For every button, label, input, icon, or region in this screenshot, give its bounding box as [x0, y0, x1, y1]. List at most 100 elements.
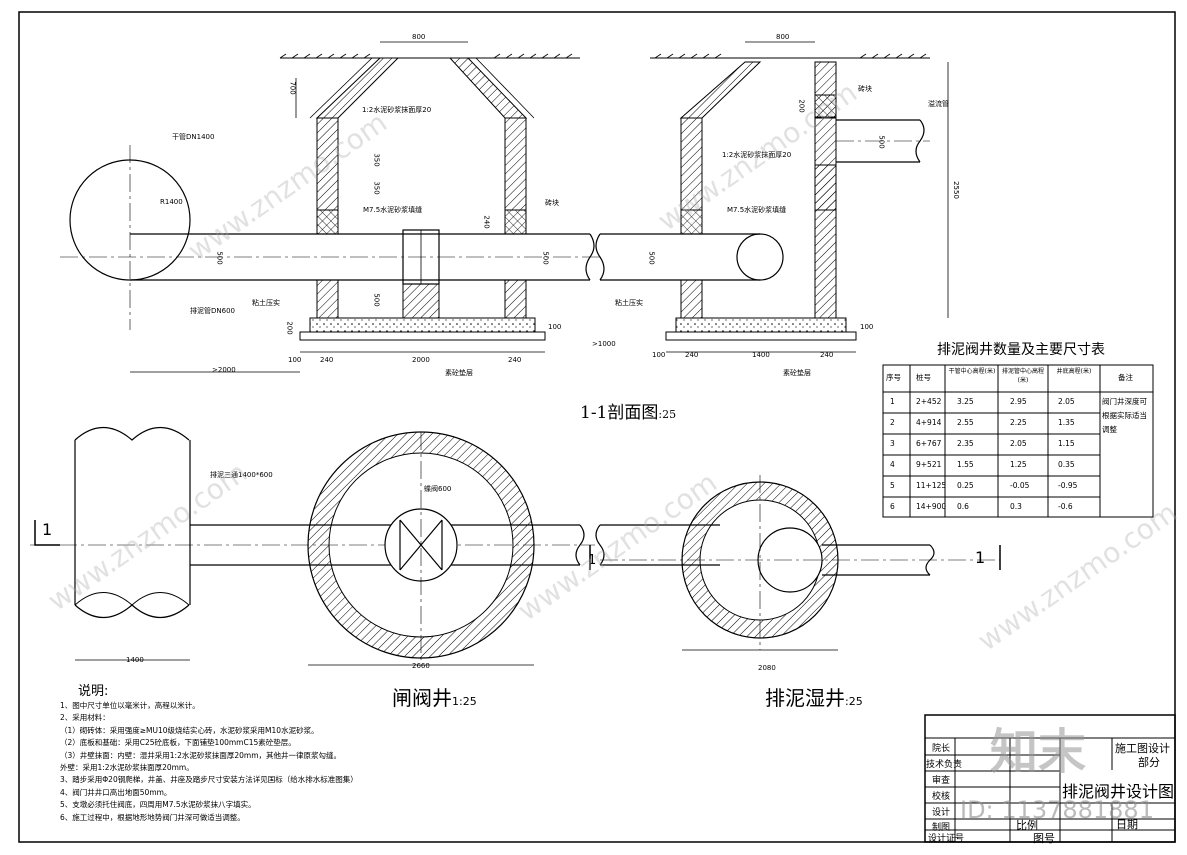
note-2: 2、采用材料： [60, 713, 110, 723]
note-10: 6、施工过程中，根据地形地势阀门井深可做适当调整。 [60, 812, 245, 822]
label-tee: 排泥三通1400*600 [210, 471, 273, 479]
note-6: 外壁：采用1:2水泥砂浆抹面厚20mm。 [60, 763, 194, 773]
gate-well-title: 闸阀井1:25 [392, 682, 477, 711]
wet-well-scale: :25 [845, 695, 863, 708]
dim-200: 200 [285, 321, 294, 335]
note-7: 3、踏步采用Φ20钢爬梯，井盖、井座及踏步尺寸安装方法详见国标（给水排水标准图集… [60, 775, 358, 785]
table-header-3: 排泥管中心高程(米) [1001, 368, 1044, 384]
dim-240c: 240 [685, 351, 699, 359]
dim-350b: 350 [372, 181, 381, 195]
table-header-4: 井底高程(米) [1056, 368, 1092, 375]
tb-role-0: 院长 [932, 744, 951, 754]
dim-240a: 240 [320, 356, 334, 364]
note-9: 5、支墩必须托住阀底，四周用M7.5水泥砂浆抹八字填实。 [60, 800, 256, 810]
table-cell: 14+900 [916, 502, 947, 511]
label-gate-valve: 蝶阀600 [424, 485, 452, 493]
wet-well-title: 排泥湿井:25 [765, 682, 863, 711]
table-cell: 4+914 [916, 418, 942, 427]
dim-2660: 2660 [412, 662, 430, 670]
section-title-text: 1-1剖面图 [580, 403, 659, 423]
table-cell: 6 [890, 502, 895, 511]
table-cell: 1.25 [1010, 460, 1027, 469]
label-overflow: 溢流管 [928, 100, 949, 108]
table-cell: 2.95 [1010, 397, 1027, 406]
note-1: 1、图中尺寸单位以毫米计，高程以米计。 [60, 701, 200, 710]
table-cell: 1.35 [1058, 418, 1075, 427]
notes-title: 说明: [78, 684, 109, 699]
dim-1400p: 1400 [126, 656, 144, 664]
dim-100c: 100 [288, 356, 302, 364]
table-cell: 1 [890, 397, 895, 406]
section-mark-left: 1 [42, 520, 53, 539]
plan-views [30, 427, 1001, 666]
dim-500b: 500 [541, 251, 550, 265]
table-header-0: 序号 [886, 373, 901, 382]
note-3: （1）砌砖体：采用强度≥MU10级烧结实心砖，水泥砂浆采用M10水泥砂浆。 [60, 725, 319, 735]
tb-stage: 施工图设计 [1115, 742, 1170, 755]
table-title: 排泥阀井数量及主要尺寸表 [937, 342, 1105, 358]
wet-well-section [595, 41, 949, 353]
table-header-2: 干管中心高程(米) [948, 368, 996, 375]
table-cell: 0.35 [1058, 460, 1075, 469]
section-scale: :25 [658, 408, 677, 421]
dim-100b: 100 [860, 323, 874, 331]
dim-1000: >1000 [592, 340, 616, 348]
dim-800a: 800 [412, 33, 426, 41]
label-brick-right: 砖块 [858, 85, 872, 93]
gate-well-title-text: 闸阀井 [392, 686, 452, 710]
table-cell: 11+125 [916, 481, 947, 490]
tb-role-5: 制图 [932, 823, 951, 833]
tb-role-3: 校核 [932, 792, 951, 802]
tb-role-1: 技术负责 [926, 760, 963, 770]
note-4: （2）底板和基础：采用C25砼底板，下面铺垫100mmC15素砼垫层。 [60, 738, 296, 748]
table-cell: 2 [890, 418, 895, 427]
table-cell: -0.05 [1010, 481, 1030, 490]
label-main-pipe: 干管DN1400 [172, 133, 215, 141]
table-cell: 9+521 [916, 460, 942, 469]
label-plaster-left: 1:2水泥砂浆抹面厚20 [362, 106, 432, 114]
dim-240d: 240 [820, 351, 834, 359]
table-cell: 2+452 [916, 397, 942, 406]
dim-2000b: >2000 [212, 366, 236, 374]
dim-500d: 500 [372, 293, 381, 307]
note-5: （3）井壁抹面：内壁：湿井采用1:2水泥砂浆抹面厚20mm，其他井一律原浆勾缝。 [60, 750, 341, 760]
tb-role-6: 设计证号 [928, 834, 965, 844]
dim-500e: 500 [877, 135, 886, 149]
watermark-logo: 知末 [990, 724, 1087, 780]
section-title: 1-1剖面图:25 [580, 398, 676, 423]
table-cell: 0.25 [957, 481, 974, 490]
table-cell: -0.95 [1058, 481, 1078, 490]
label-mortar-left: M7.5水泥砂浆填缝 [363, 206, 423, 214]
table-cell: 0.6 [957, 502, 969, 511]
dim-1400: 1400 [752, 351, 770, 359]
dim-2080: 2080 [758, 664, 776, 672]
watermark-id: ID: 1137881881 [960, 796, 1154, 824]
label-clay-left: 粘土压实 [252, 299, 280, 307]
dim-800b: 800 [776, 33, 790, 41]
table-cell: 3 [890, 439, 895, 448]
dim-240: 240 [482, 215, 491, 229]
table-cell: 2.05 [1010, 439, 1027, 448]
notes-list: 1、图中尺寸单位以毫米计，高程以米计。 2、采用材料： （1）砌砖体：采用强度≥… [60, 700, 358, 824]
label-mortar-right: M7.5水泥砂浆填缝 [727, 206, 787, 214]
table-cell: 1.55 [957, 460, 974, 469]
label-concrete-left: 素砼垫层 [445, 369, 473, 377]
gate-well-scale: 1:25 [452, 695, 477, 708]
table-cell: 2.55 [957, 418, 974, 427]
dim-240b: 240 [508, 356, 522, 364]
note-8: 4、阀门井井口高出地面50mm。 [60, 787, 172, 797]
table-cell: 0.3 [1010, 502, 1022, 511]
gate-well-section [60, 41, 600, 373]
dim-2000: 2000 [412, 356, 430, 364]
tb-date: 日期 [1116, 818, 1138, 831]
tb-ratio: 比例 [1016, 819, 1038, 832]
table-cell: 3.25 [957, 397, 974, 406]
label-clay-right: 粘土压实 [615, 299, 643, 307]
dim-100a: 100 [548, 323, 562, 331]
label-concrete-right: 素砼垫层 [783, 369, 811, 377]
table-cell: 1.15 [1058, 439, 1075, 448]
table-header-5: 备注 [1118, 373, 1133, 382]
dim-700: 700 [288, 81, 297, 95]
